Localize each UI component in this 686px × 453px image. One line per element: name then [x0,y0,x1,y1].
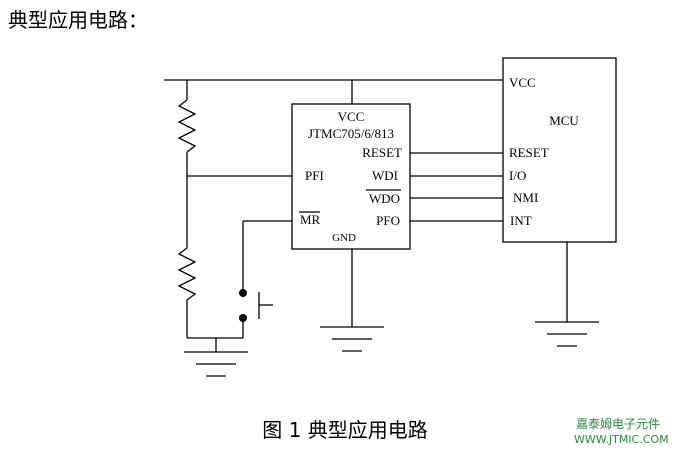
figure-caption: 图 1 典型应用电路 [262,418,427,442]
watermark-url: WWW.JTMIC.COM [574,433,669,446]
supervisor-ic-box [291,103,411,250]
watermark-name: 嘉泰姆电子元件 [576,417,660,431]
ic-pin-pfo: PFO [376,213,400,228]
mcu-pin-io: I/O [509,168,526,183]
mcu-vcc-label: VCC [509,75,536,90]
ic-vcc-label: VCC [338,109,365,124]
mcu-name-label: MCU [549,113,579,128]
ic-pin-reset: RESET [362,145,402,160]
ic-part-label: JTMC705/6/813 [308,126,394,141]
mcu-pin-nmi: NMI [513,190,538,205]
page-heading: 典型应用电路： [8,8,148,32]
ground-ic [320,326,384,352]
ic-pin-mr: MR [300,212,321,227]
ic-pin-wdi: WDI [372,168,398,183]
mcu-pin-reset: RESET [509,145,549,160]
mcu-pin-int: INT [510,213,532,228]
ground-mcu [535,321,599,347]
resistor-bottom [177,247,197,301]
ground-left [184,351,248,377]
mcu-box [502,57,617,243]
ic-pin-wdo: WDO [369,191,400,206]
ic-pin-pfi: PFI [305,168,324,183]
switch-contact-top [239,289,247,297]
ic-pin-gnd: GND [332,232,356,244]
resistor-top [177,99,197,153]
